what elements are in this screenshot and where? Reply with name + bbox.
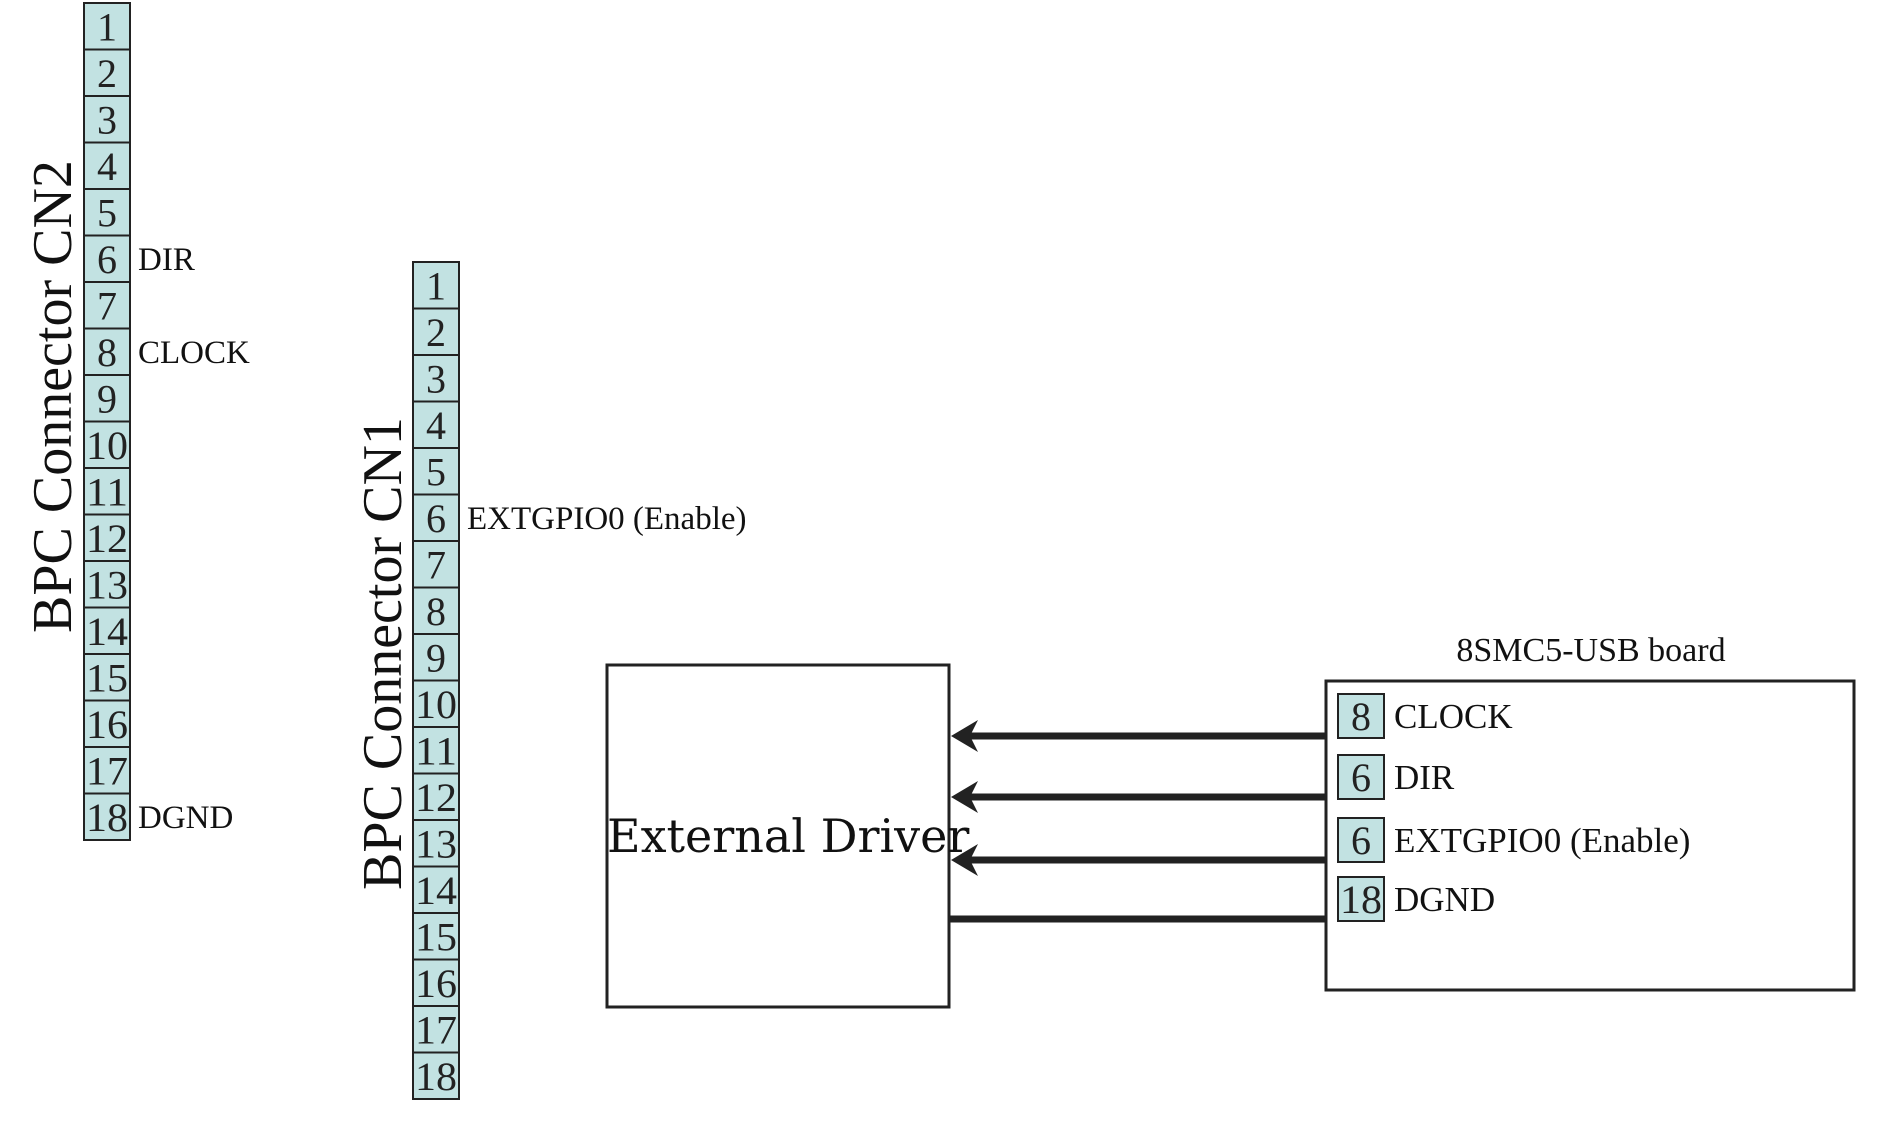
cn2-pin-10 [83, 420, 131, 469]
cn1-pin-8 [412, 586, 460, 635]
cn1-pin-5 [412, 447, 460, 496]
cn1-pin-number: 16 [415, 961, 457, 1006]
cn2-pin-number: 14 [86, 609, 128, 654]
cn1-pin-9 [412, 633, 460, 682]
cn2-pin-number: 16 [86, 702, 128, 747]
cn2-pin-18 [83, 792, 131, 841]
cn1-pin-labels: EXTGPIO0 (Enable) [467, 501, 747, 537]
wire-arrowhead [951, 844, 978, 876]
cn1-title: BPC Connector CN1 [352, 417, 414, 890]
cn2-pin-12 [83, 513, 131, 562]
cn2-title: BPC Connector CN2 [22, 160, 84, 633]
cn1-pin-number: 17 [415, 1008, 457, 1053]
cn2-pin-number: 11 [86, 470, 128, 515]
cn1-pin-number: 6 [426, 496, 446, 541]
cn2-pin-number: 15 [86, 656, 128, 701]
external-driver-box [605, 663, 951, 1009]
cn1-pin-number: 10 [415, 682, 457, 727]
cn2-pin-number: 5 [97, 191, 117, 236]
board-pin-label: CLOCK [1394, 697, 1513, 736]
cn2-pin-14 [83, 606, 131, 655]
cn1-pin-number: 1 [426, 264, 446, 309]
cn1-pin-number: 7 [426, 543, 446, 588]
cn1-pin-15 [412, 912, 460, 961]
board-pin-18 [1337, 876, 1385, 922]
cn2-pin-11 [83, 467, 131, 516]
cn1-pin-18 [412, 1051, 460, 1100]
cn1-pin-number: 3 [426, 357, 446, 402]
cn2-pin-number: 12 [86, 516, 128, 561]
board-pin-number: 6 [1351, 755, 1371, 800]
cn2-pin-label: CLOCK [138, 335, 250, 371]
cn1-pin-number: 12 [415, 775, 457, 820]
cn2-pin-number: 8 [97, 330, 117, 375]
board-pin-number: 18 [1340, 877, 1382, 922]
cn1-connector: BPC Connector CN1 1234567891011121314151… [352, 261, 747, 1100]
cn1-pin-label: EXTGPIO0 (Enable) [467, 501, 747, 537]
wire-arrowhead [951, 720, 978, 752]
cn1-pin-11 [412, 726, 460, 775]
cn2-pin-8 [83, 327, 131, 376]
cn1-pin-number: 9 [426, 636, 446, 681]
cn2-pin-16 [83, 699, 131, 748]
cn2-pin-number: 6 [97, 237, 117, 282]
cn1-pin-number: 15 [415, 915, 457, 960]
board-pin-6 [1337, 754, 1385, 800]
cn2-connector: BPC Connector CN2 1234567891011121314151… [22, 2, 250, 841]
cn1-pin-number: 4 [426, 403, 446, 448]
cn2-pin-number: 1 [97, 5, 117, 50]
cn2-pin-4 [83, 141, 131, 190]
cn2-pin-number: 18 [86, 795, 128, 840]
external-driver-label: External Driver [607, 809, 969, 863]
cn2-pin-number: 4 [97, 144, 117, 189]
board-pin-6 [1337, 817, 1385, 863]
wires [949, 720, 1326, 923]
cn2-pin-label: DGND [138, 800, 233, 836]
cn1-pin-number: 8 [426, 589, 446, 634]
cn2-pin-label: DIR [138, 242, 195, 278]
board-pin-number: 8 [1351, 694, 1371, 739]
cn1-pin-number: 18 [415, 1054, 457, 1099]
cn1-pin-12 [412, 772, 460, 821]
board-pin-label: DGND [1394, 880, 1495, 919]
cn2-pin-number: 13 [86, 563, 128, 608]
board-pin-8 [1337, 693, 1385, 739]
cn2-pin-number: 10 [86, 423, 128, 468]
board-box [1324, 679, 1856, 992]
cn2-pin-labels: DIR CLOCK DGND [138, 242, 250, 836]
cn1-pin-number: 14 [415, 868, 457, 913]
board-pin-label: DIR [1394, 758, 1455, 797]
cn1-pin-1 [412, 261, 460, 310]
board-pin-label: EXTGPIO0 (Enable) [1394, 821, 1690, 860]
cn2-pin-6 [83, 234, 131, 283]
wire-arrowhead [951, 781, 978, 813]
cn1-pin-number: 5 [426, 450, 446, 495]
board-title: 8SMC5-USB board [1456, 632, 1725, 669]
cn2-pin-17 [83, 746, 131, 795]
external-driver: External Driver [605, 663, 969, 1009]
cn1-pin-number: 2 [426, 310, 446, 355]
cn1-pin-2 [412, 307, 460, 356]
cn2-pin-number: 3 [97, 98, 117, 143]
cn2-pin-number: 17 [86, 749, 128, 794]
cn1-pin-3 [412, 354, 460, 403]
board-pin-number: 6 [1351, 818, 1371, 863]
cn1-pin-13 [412, 819, 460, 868]
cn2-pin-number: 2 [97, 51, 117, 96]
cn1-pin-number: 11 [415, 729, 457, 774]
cn2-pin-number: 9 [97, 377, 117, 422]
cn2-pin-number: 7 [97, 284, 117, 329]
cn1-pin-number: 13 [415, 822, 457, 867]
